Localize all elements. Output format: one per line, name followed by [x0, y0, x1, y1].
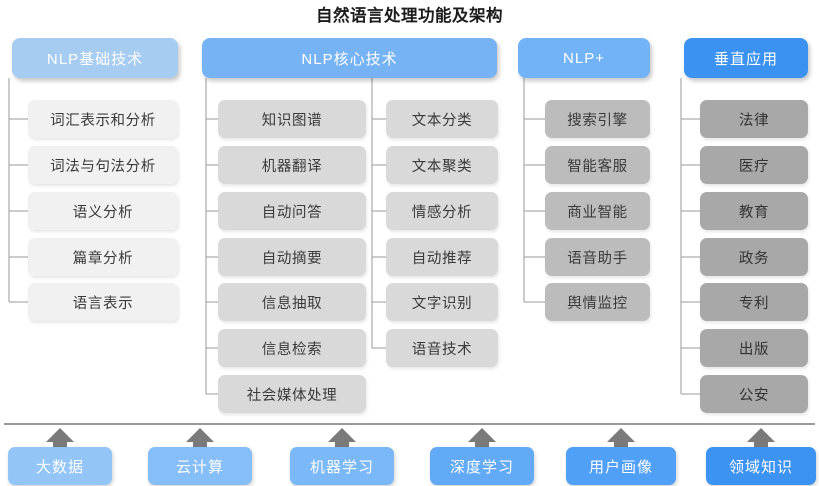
item-box[interactable]: 知识图谱	[218, 100, 366, 138]
column-header-vertical-applications[interactable]: 垂直应用	[684, 38, 808, 78]
foundation-item[interactable]: 深度学习	[430, 447, 534, 485]
item-box[interactable]: 信息抽取	[218, 283, 366, 321]
foundation-item[interactable]: 云计算	[148, 447, 252, 485]
item-box[interactable]: 政务	[700, 238, 808, 276]
item-box[interactable]: 词汇表示和分析	[28, 100, 178, 138]
item-box[interactable]: 自动问答	[218, 192, 366, 230]
foundation-item[interactable]: 大数据	[8, 447, 112, 485]
item-box[interactable]: 文字识别	[386, 283, 498, 321]
item-box[interactable]: 机器翻译	[218, 146, 366, 184]
item-box[interactable]: 信息检索	[218, 329, 366, 367]
item-box[interactable]: 自动摘要	[218, 238, 366, 276]
item-box[interactable]: 法律	[700, 100, 808, 138]
item-box[interactable]: 社会媒体处理	[218, 375, 366, 413]
page-title: 自然语言处理功能及架构	[316, 7, 503, 25]
foundation-item[interactable]: 用户画像	[566, 447, 676, 485]
foundation-item[interactable]: 领域知识	[706, 447, 816, 485]
item-box[interactable]: 搜索引擎	[545, 100, 650, 138]
item-box[interactable]: 商业智能	[545, 192, 650, 230]
item-box[interactable]: 情感分析	[386, 192, 498, 230]
item-box[interactable]: 语音助手	[545, 238, 650, 276]
item-box[interactable]: 医疗	[700, 146, 808, 184]
item-box[interactable]: 文本聚类	[386, 146, 498, 184]
item-box[interactable]: 语音技术	[386, 329, 498, 367]
item-box[interactable]: 教育	[700, 192, 808, 230]
column-header-nlp-plus[interactable]: NLP+	[518, 38, 650, 78]
column-header-nlp-core[interactable]: NLP核心技术	[202, 38, 497, 78]
item-box[interactable]: 文本分类	[386, 100, 498, 138]
column-header-nlp-foundation[interactable]: NLP基础技术	[12, 38, 178, 78]
item-box[interactable]: 词法与句法分析	[28, 146, 178, 184]
item-box[interactable]: 篇章分析	[28, 238, 178, 276]
item-box[interactable]: 舆情监控	[545, 283, 650, 321]
item-box[interactable]: 语义分析	[28, 192, 178, 230]
item-box[interactable]: 自动推荐	[386, 238, 498, 276]
item-box[interactable]: 专利	[700, 283, 808, 321]
item-box[interactable]: 智能客服	[545, 146, 650, 184]
item-box[interactable]: 出版	[700, 329, 808, 367]
item-box[interactable]: 语言表示	[28, 283, 178, 321]
item-box[interactable]: 公安	[700, 375, 808, 413]
foundation-item[interactable]: 机器学习	[290, 447, 394, 485]
